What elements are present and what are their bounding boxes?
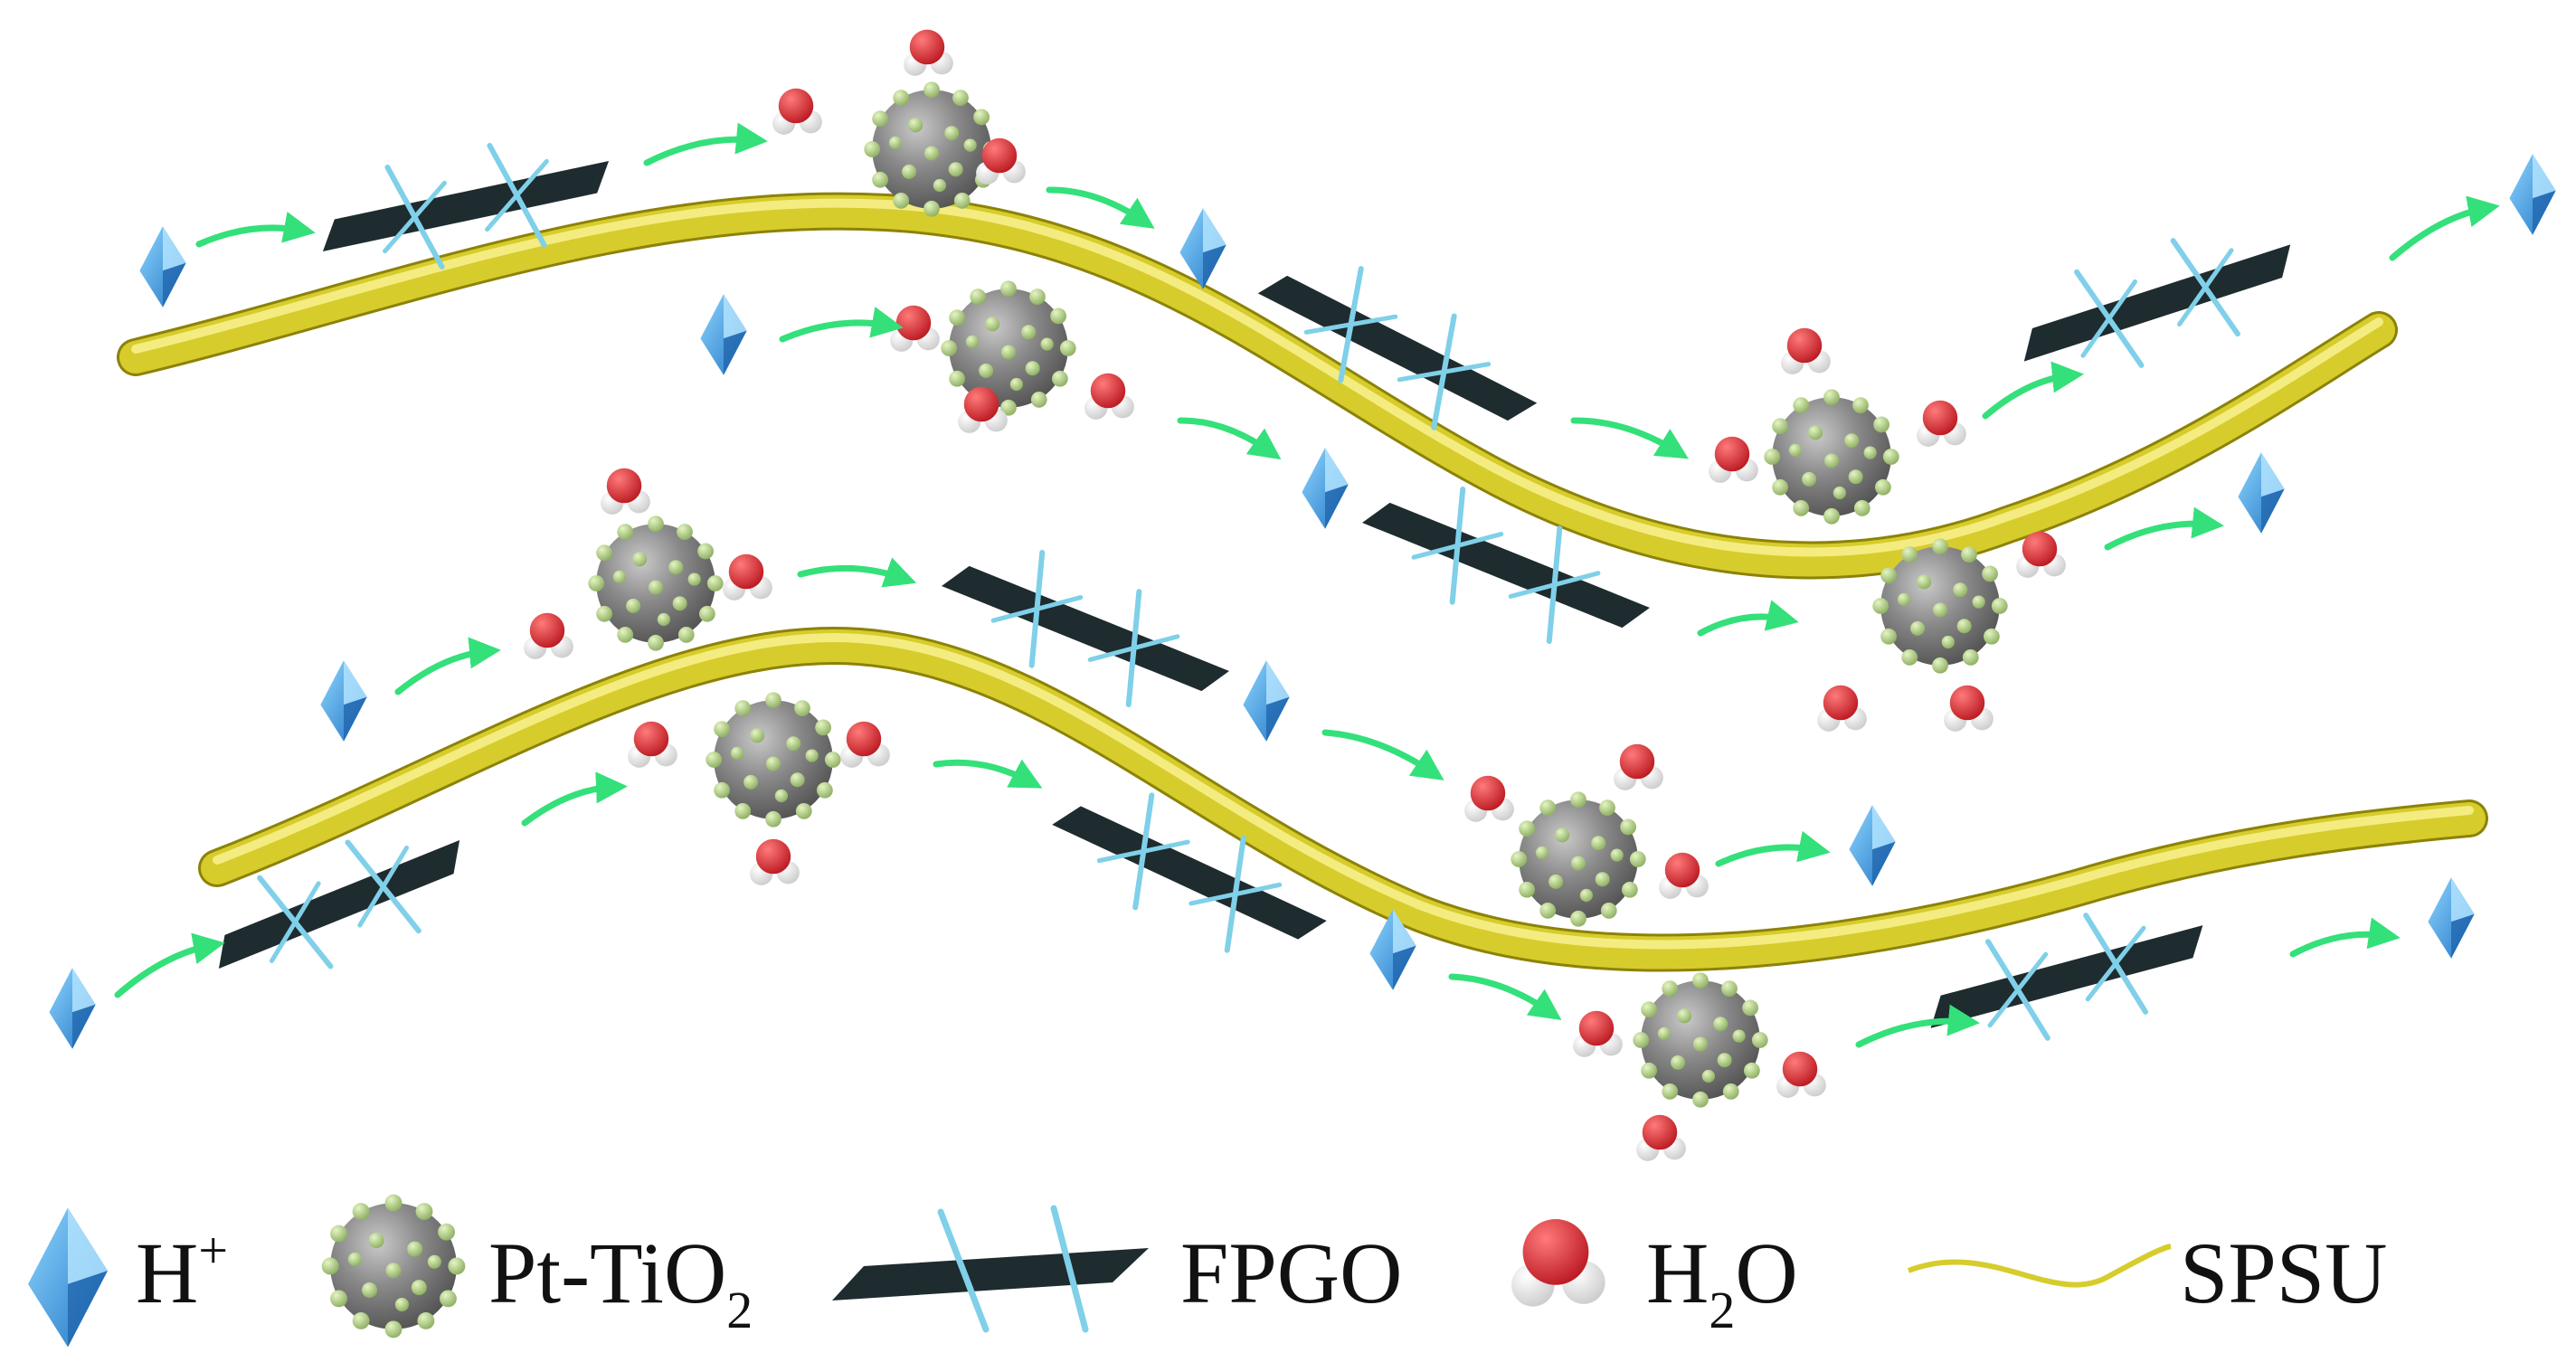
fpgo-sheet — [2023, 238, 2291, 368]
legend-water-icon — [1511, 1219, 1605, 1307]
fpgo-sheet — [942, 549, 1229, 708]
transport-arrow — [779, 307, 904, 343]
spsu-rod-shadow — [198, 627, 2488, 972]
proton — [2238, 452, 2285, 534]
spsu-rod-highlight — [213, 633, 2474, 950]
water-molecule — [1944, 685, 1994, 732]
legend: H+ Pt-TiO2 FPGO H2O SPSU — [28, 1194, 2388, 1348]
water-molecule — [1084, 373, 1134, 420]
water-molecule — [1776, 1051, 1826, 1098]
proton — [1302, 448, 1349, 529]
legend-fpgo-icon — [832, 1205, 1149, 1333]
transport-arrow — [195, 212, 316, 248]
water-molecule — [1636, 1114, 1686, 1161]
water-molecule — [1464, 775, 1514, 822]
diagram-body — [49, 29, 2556, 1161]
transport-arrow — [933, 759, 1043, 789]
spsu-rod — [119, 194, 2395, 577]
pt-tio2-particle — [941, 280, 1076, 416]
transport-arrow — [114, 932, 225, 998]
fpgo-sheet — [1362, 486, 1650, 645]
legend-water-label: H2O — [1646, 1225, 1798, 1339]
legend-fpgo-label: FPGO — [1180, 1225, 1402, 1321]
transport-arrow — [1448, 973, 1562, 1020]
legend-spsu-icon — [1907, 1244, 2172, 1288]
water-molecule — [840, 721, 890, 768]
transport-arrow — [797, 557, 917, 588]
transport-arrow — [1570, 417, 1689, 459]
water-molecule — [1917, 400, 1966, 447]
water-molecule — [524, 612, 573, 659]
pt-tio2-particle — [1633, 972, 1768, 1108]
legend-proton-label: H+ — [136, 1221, 228, 1321]
proton — [700, 294, 747, 375]
pt-tio2-particle — [706, 692, 841, 828]
water-molecule — [890, 305, 940, 352]
proton — [49, 968, 96, 1049]
fpgo-sheet — [218, 839, 460, 969]
transport-arrow — [1177, 417, 1282, 460]
water-molecule — [1709, 436, 1758, 483]
transport-arrow — [2389, 195, 2500, 261]
proton — [320, 660, 367, 742]
water-molecule — [723, 553, 772, 601]
pt-tio2-particle — [1764, 389, 1899, 525]
spsu-rod — [201, 629, 2486, 969]
pt-tio2-particle — [588, 515, 724, 651]
proton — [2509, 154, 2556, 235]
legend-pt-tio2-label: Pt-TiO2 — [488, 1225, 753, 1339]
transport-arrow — [394, 637, 501, 695]
water-molecule — [772, 88, 822, 135]
water-molecule — [750, 838, 800, 885]
fpgo-sheet — [1257, 266, 1538, 430]
transport-arrow — [2289, 917, 2401, 958]
legend-proton-icon — [28, 1207, 108, 1348]
water-molecule — [1614, 743, 1663, 790]
pt-tio2-particle — [1511, 791, 1646, 927]
transport-arrow — [1982, 361, 2084, 420]
fpgo-sheet — [322, 143, 610, 270]
transport-arrow — [1715, 830, 1831, 867]
water-molecule — [1573, 1010, 1623, 1057]
proton — [1849, 805, 1896, 886]
water-molecule — [1659, 852, 1709, 899]
proton — [139, 226, 186, 307]
fpgo-sheet — [1052, 792, 1327, 953]
spsu-rod-highlight — [131, 198, 2383, 557]
transport-arrow — [1697, 600, 1799, 637]
water-molecule — [628, 721, 677, 768]
proton — [1243, 660, 1290, 742]
transport-arrow — [1855, 1004, 1980, 1048]
fpgo-sheet — [1930, 913, 2203, 1041]
proton — [2428, 877, 2475, 959]
transport-arrow — [1046, 186, 1155, 229]
legend-spsu-label: SPSU — [2180, 1225, 2388, 1321]
transport-arrow — [1321, 729, 1444, 780]
water-molecule — [601, 468, 650, 515]
water-molecule — [904, 29, 953, 76]
transport-arrow — [521, 771, 628, 827]
legend-pt-tio2-icon — [321, 1194, 466, 1338]
transport-arrow — [643, 122, 768, 166]
transport-arrow — [2104, 506, 2224, 551]
water-molecule — [1781, 327, 1831, 374]
water-molecule — [1817, 685, 1867, 732]
